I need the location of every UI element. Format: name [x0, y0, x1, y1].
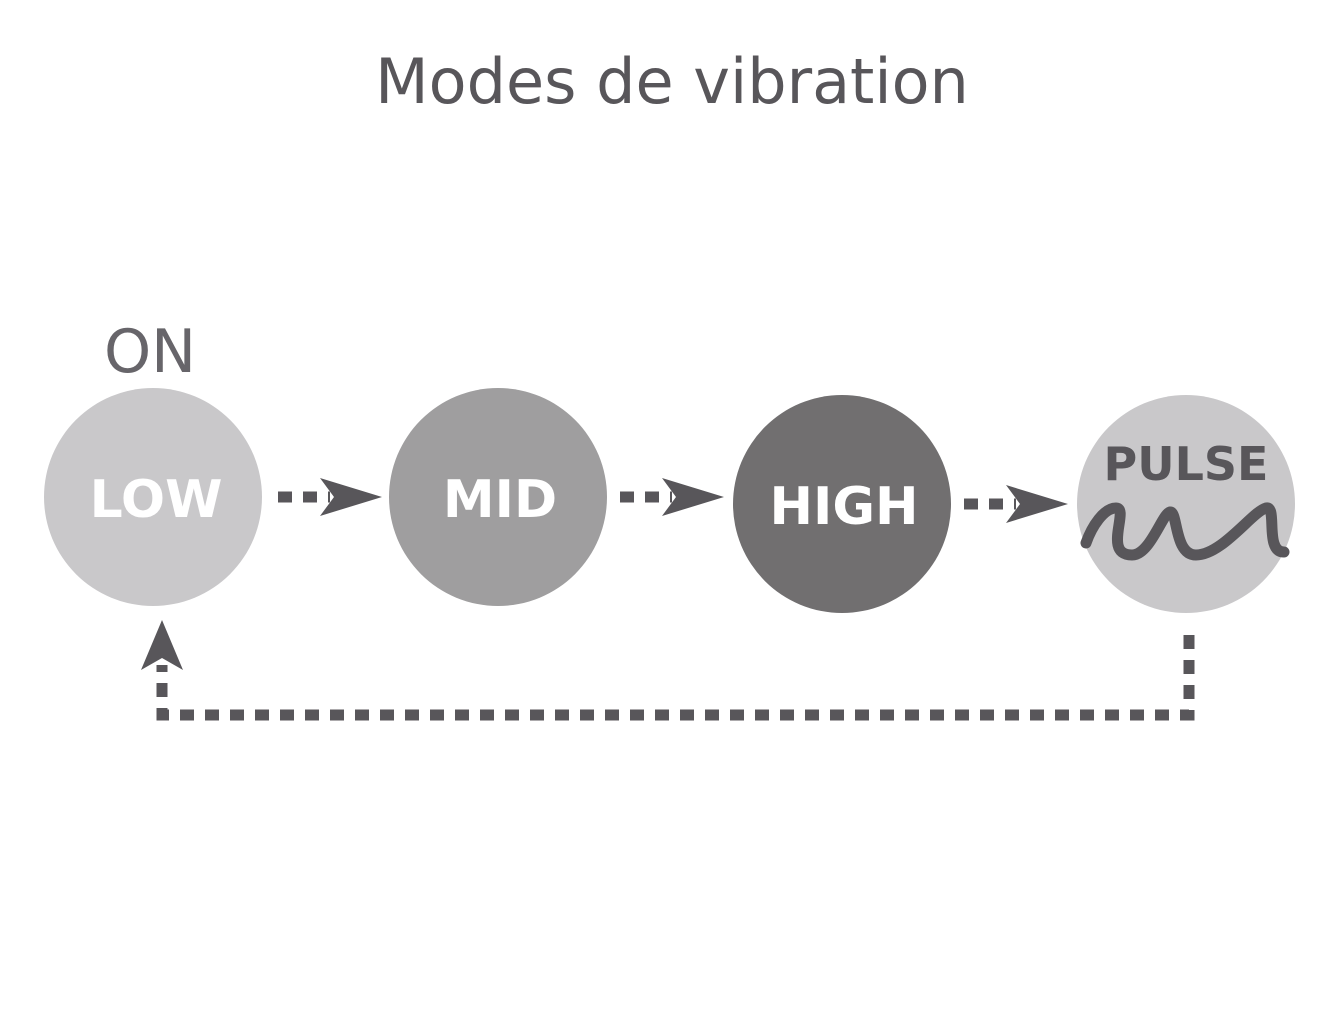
mode-mid-label: MID — [443, 470, 557, 530]
wave-icon — [1080, 502, 1290, 561]
arrow-low-to-mid-head — [320, 478, 382, 516]
on-label: ON — [104, 317, 196, 387]
arrow-high-to-pulse — [964, 485, 1068, 523]
arrow-mid-to-high-head — [662, 478, 724, 516]
mode-pulse: PULSE — [1077, 395, 1295, 613]
diagram-title: Modes de vibration — [375, 45, 969, 118]
arrow-pulse-to-low — [141, 620, 1195, 721]
arrow-pulse-to-low-head — [141, 620, 183, 670]
arrow-low-to-mid — [278, 478, 382, 516]
mode-low-label: LOW — [90, 470, 223, 530]
arrow-pulse-to-low-line — [156, 635, 1195, 721]
mode-low: LOW — [44, 388, 262, 606]
arrow-high-to-pulse-head — [1006, 485, 1068, 523]
mode-mid-circle — [389, 388, 607, 606]
mode-low-circle — [44, 388, 262, 606]
mode-high-circle — [733, 395, 951, 613]
mode-mid: MID — [389, 388, 607, 606]
arrow-mid-to-high — [620, 478, 724, 516]
mode-high: HIGH — [733, 395, 951, 613]
mode-high-label: HIGH — [769, 477, 918, 537]
mode-pulse-label: PULSE — [1104, 437, 1269, 491]
